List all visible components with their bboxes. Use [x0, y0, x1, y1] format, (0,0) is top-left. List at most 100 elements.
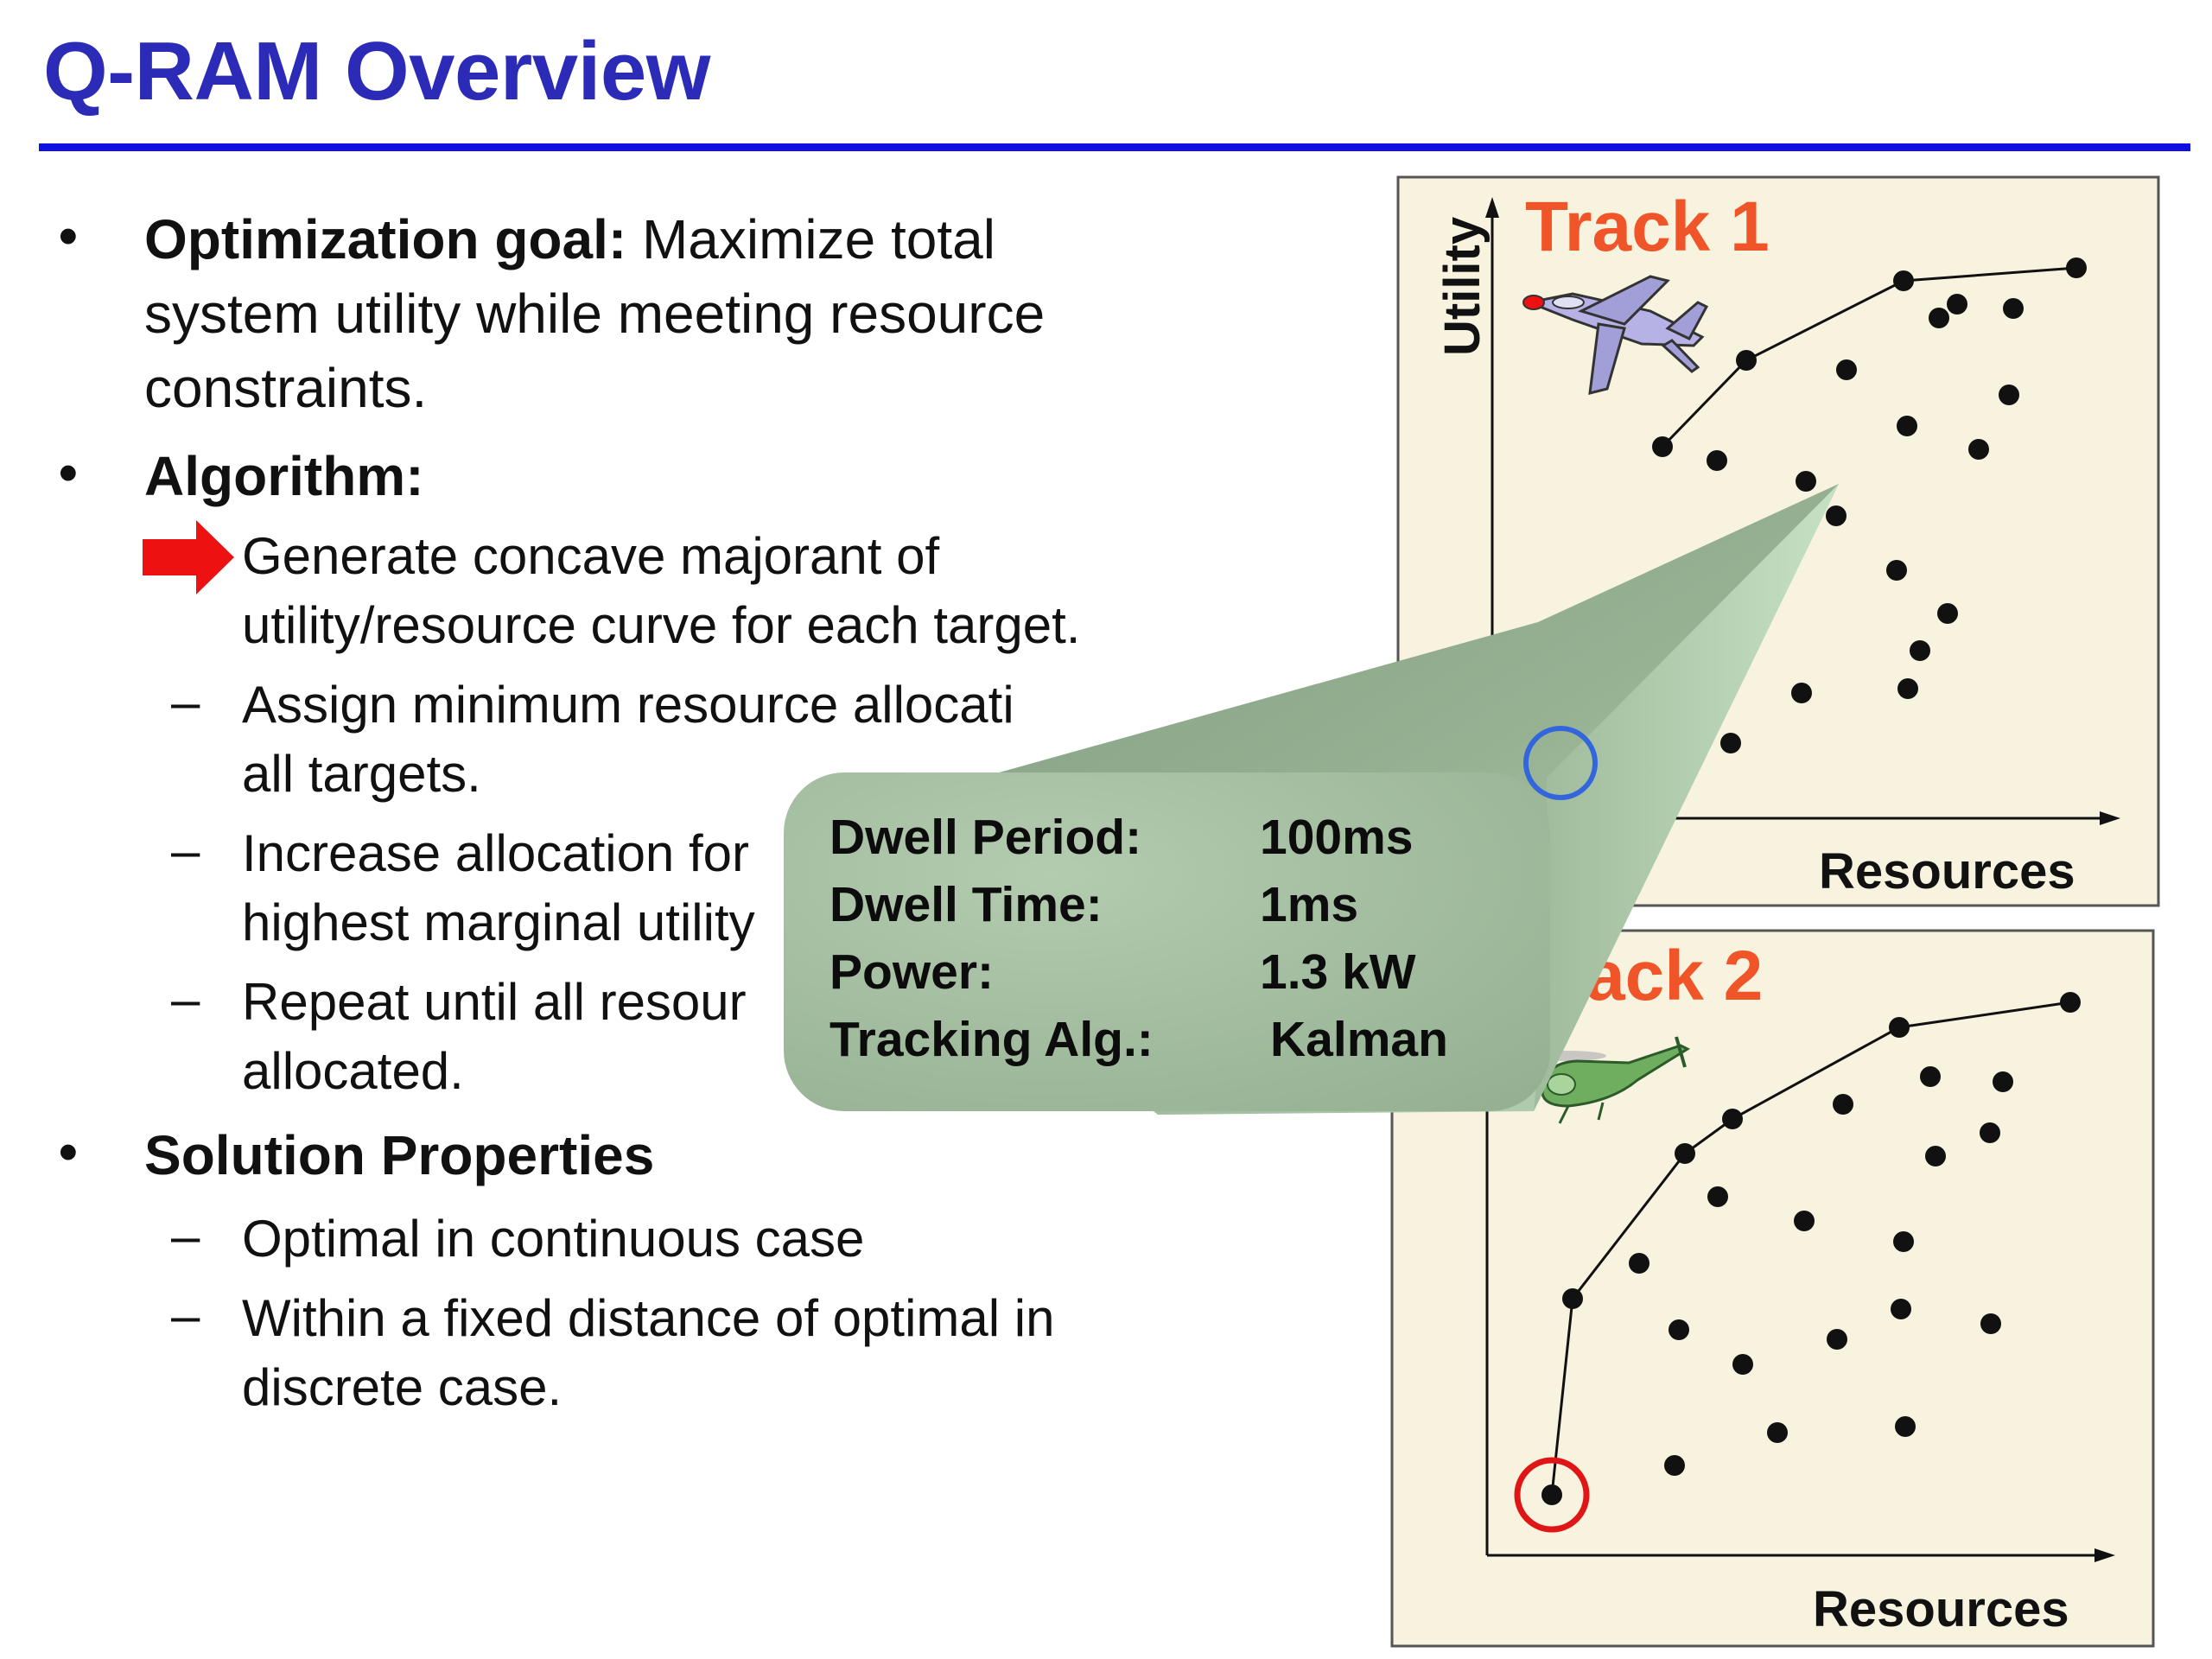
- dash-marker: –: [171, 1287, 200, 1344]
- title-rule: [39, 143, 2190, 151]
- track2-point: [1895, 1416, 1916, 1437]
- track2-point: [1993, 1071, 2013, 1092]
- track1-point: [1968, 439, 1989, 460]
- track1-point: [1897, 416, 1917, 436]
- callout-wedge-side: [1534, 484, 1839, 1111]
- solution-heading: Solution Properties: [144, 1124, 655, 1186]
- page-title: Q-RAM Overview: [43, 25, 710, 118]
- dash-marker: –: [171, 822, 200, 880]
- callout: [784, 484, 1839, 1115]
- track2-point: [1980, 1122, 2000, 1143]
- fighter-jet-icon: [1522, 275, 1709, 395]
- callout-label-dwell-time: Dwell Time:: [830, 877, 1103, 932]
- track1-x-label: Resources: [1819, 843, 2075, 899]
- callout-label-dwell-period: Dwell Period:: [830, 810, 1142, 865]
- sub-repeat-line-1: Repeat until all resour: [242, 973, 747, 1031]
- algorithm-heading: Algorithm:: [144, 445, 424, 507]
- track2-point: [1664, 1455, 1685, 1476]
- bullet-marker: •: [59, 207, 78, 266]
- track2-point: [1767, 1422, 1788, 1443]
- track2-point: [1732, 1354, 1753, 1375]
- track1-x-arrowhead: [2100, 811, 2120, 825]
- track1-y-label: Utility: [1434, 217, 1491, 356]
- track1-point: [1826, 505, 1847, 526]
- helicopter-icon: [1530, 1036, 1691, 1124]
- track1-point: [1886, 560, 1907, 581]
- track1-point: [1707, 450, 1727, 471]
- sub-optimal-line-1: Optimal in continuous case: [242, 1210, 865, 1268]
- track2-majorant-point: [1541, 1484, 1562, 1505]
- callout-value-tracking-alg: Kalman: [1270, 1012, 1448, 1067]
- track2-point: [1833, 1094, 1853, 1115]
- goal-line-2: system utility while meeting resource: [144, 283, 1046, 345]
- track1-point: [1910, 640, 1930, 661]
- callout-value-dwell-period: 100ms: [1260, 810, 1414, 865]
- track2-majorant-point: [1722, 1109, 1743, 1129]
- track1-majorant-point: [1736, 350, 1757, 371]
- track2-label: ack 2: [1586, 937, 1763, 1015]
- track2-x-arrowhead: [2094, 1548, 2115, 1562]
- arrow-line-2: utility/resource curve for each target.: [242, 596, 1081, 654]
- track2-majorant-point: [1675, 1143, 1695, 1164]
- track2-majorant-point: [1889, 1017, 1910, 1038]
- sub-assign-line-2: all targets.: [242, 745, 481, 803]
- track1-point: [1947, 294, 1967, 315]
- sub-increase-line-2: highest marginal utility: [242, 893, 755, 951]
- sub-within-line-2: discrete case.: [242, 1358, 563, 1416]
- track1-point: [1791, 683, 1812, 703]
- track1-majorant-point: [1652, 436, 1673, 457]
- goal-text-1: Maximize total: [641, 208, 995, 270]
- bullet-marker: •: [59, 443, 78, 503]
- track1-points: [1652, 257, 2087, 753]
- track1-point: [1929, 308, 1949, 328]
- goal-line-1: Optimization goal: Maximize total: [144, 202, 995, 276]
- goal-heading: Optimization goal:: [144, 208, 627, 270]
- callout-box: [784, 772, 1550, 1111]
- track2-x-label: Resources: [1813, 1581, 2069, 1637]
- track2-point: [1794, 1211, 1815, 1231]
- track2-point: [1707, 1186, 1728, 1207]
- track1-point: [1897, 678, 1918, 699]
- sub-assign-line-1: Assign minimum resource allocati: [242, 676, 1014, 734]
- track2-point: [1629, 1253, 1649, 1274]
- track1-point: [2003, 298, 2024, 319]
- callout-label-power: Power:: [830, 944, 995, 1000]
- track1-point: [1999, 385, 2019, 405]
- track2-majorant-curve: [1550, 1001, 2071, 1496]
- track1-point: [1836, 359, 1857, 380]
- dash-marker: –: [171, 673, 200, 731]
- sub-within-line-1: Within a fixed distance of optimal in: [242, 1289, 1055, 1347]
- track1-point: [1796, 471, 1816, 492]
- track1-y-arrowhead: [1485, 197, 1499, 218]
- arrow-line-1: Generate concave majorant of: [242, 527, 940, 585]
- track2-point: [1893, 1231, 1914, 1252]
- track2-points: [1541, 992, 2081, 1505]
- red-arrow-icon: [143, 520, 234, 594]
- track2-point: [1980, 1313, 2001, 1334]
- callout-label-tracking-alg: Tracking Alg.:: [830, 1012, 1154, 1067]
- callout-value-power: 1.3 kW: [1260, 944, 1416, 1000]
- track2-majorant-point: [1562, 1288, 1583, 1309]
- sub-repeat-line-2: allocated.: [242, 1042, 464, 1100]
- bullet-marker: •: [59, 1122, 78, 1182]
- highlight-circle-red: [1514, 1457, 1590, 1533]
- sub-increase-line-1: Increase allocation for: [242, 824, 749, 882]
- track1-label: Track 1: [1525, 188, 1770, 266]
- track1-point: [1720, 733, 1741, 753]
- track2-point: [1925, 1146, 1946, 1166]
- track1-point: [1937, 603, 1958, 624]
- track2-point: [1920, 1066, 1941, 1087]
- track1-majorant-curve: [1661, 266, 2077, 448]
- track2-point: [1827, 1329, 1847, 1350]
- dash-marker: –: [171, 1207, 200, 1265]
- track2-majorant-point: [2060, 992, 2081, 1013]
- goal-line-3: constraints.: [144, 357, 428, 419]
- track2-point: [1891, 1299, 1911, 1319]
- dash-marker: –: [171, 970, 200, 1028]
- callout-value-dwell-time: 1ms: [1260, 877, 1359, 932]
- track1-majorant-point: [2066, 257, 2087, 278]
- track2-point: [1669, 1319, 1689, 1340]
- highlight-circle-blue: [1523, 726, 1598, 800]
